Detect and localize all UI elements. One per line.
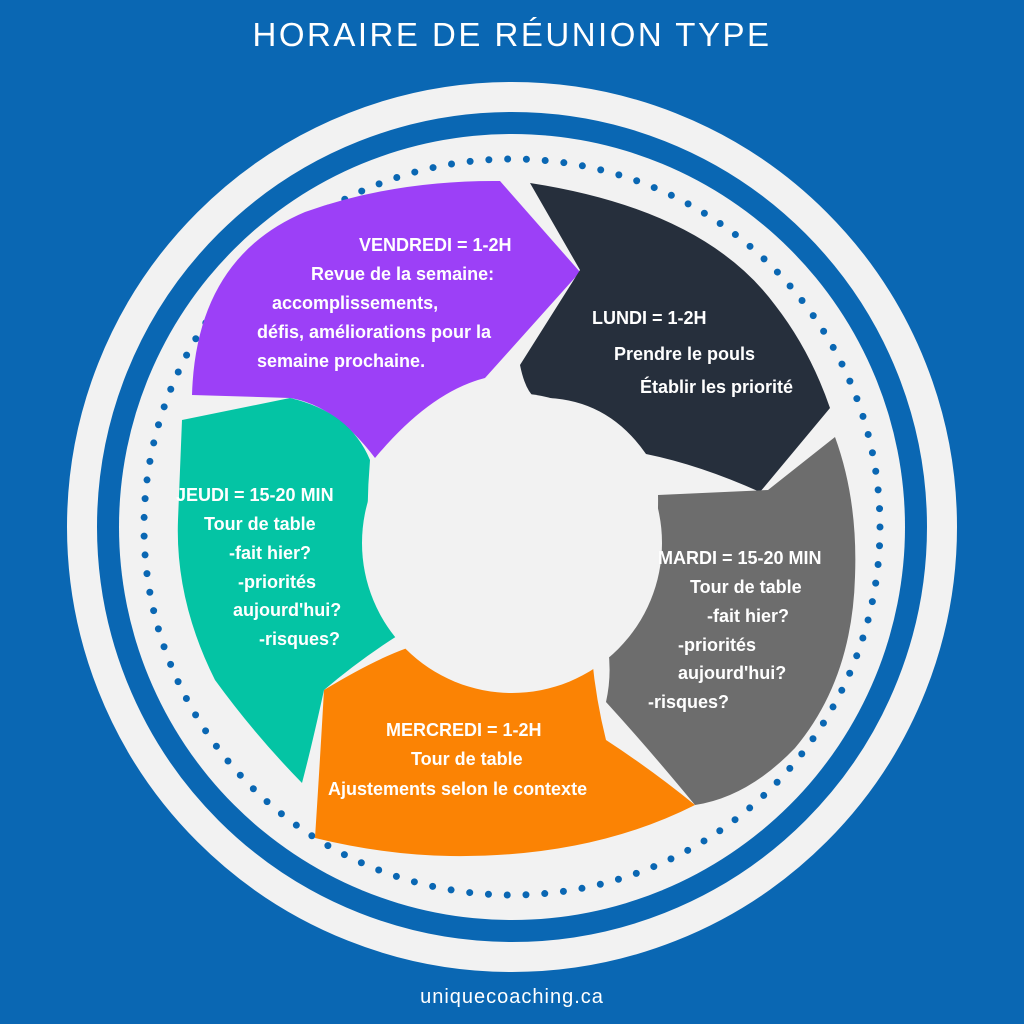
jeudi-segment (177, 398, 410, 783)
jeudi-line-1: Tour de table (204, 514, 316, 534)
vendredi-line-2: accomplissements, (272, 293, 439, 313)
segments (177, 180, 856, 857)
vendredi-line-3: défis, améliorations pour la (257, 322, 492, 342)
mardi-line-3: -priorités (678, 635, 757, 655)
footer-website: uniquecoaching.ca (420, 986, 604, 1008)
lundi-segment (520, 183, 830, 492)
outer-ring (67, 82, 957, 972)
jeudi-heading: JEUDI = 15-20 MIN (176, 485, 334, 505)
mardi-line-5: -risques? (648, 692, 730, 712)
mardi-segment (606, 437, 856, 805)
jeudi-line-3: -priorités (238, 572, 317, 592)
mercredi-segment (315, 642, 695, 857)
center-hub (362, 393, 662, 693)
jeudi-line-4: aujourd'hui? (233, 600, 342, 620)
vendredi-heading: VENDREDI = 1-2H (359, 235, 512, 255)
lundi-line-2: Établir les priorité (640, 377, 794, 397)
mercredi-heading: MERCREDI = 1-2H (386, 720, 542, 740)
page-title: HORAIRE DE RÉUNION TYPE (252, 16, 772, 53)
mardi-line-2: -fait hier? (707, 606, 790, 626)
lundi-line-1: Prendre le pouls (614, 344, 756, 364)
mercredi-line-1: Tour de table (411, 749, 523, 769)
vendredi-line-4: semaine prochaine. (257, 351, 426, 371)
mercredi-line-2: Ajustements selon le contexte (328, 779, 588, 799)
jeudi-line-5: -risques? (259, 629, 341, 649)
lundi-heading: LUNDI = 1-2H (592, 308, 707, 328)
mardi-line-1: Tour de table (690, 577, 802, 597)
jeudi-line-2: -fait hier? (229, 543, 312, 563)
vendredi-segment (192, 180, 580, 458)
mardi-heading: MARDI = 15-20 MIN (658, 548, 822, 568)
vendredi-line-1: Revue de la semaine: (311, 264, 495, 284)
mardi-line-4: aujourd'hui? (678, 663, 787, 683)
dotted-ring (140, 155, 884, 899)
